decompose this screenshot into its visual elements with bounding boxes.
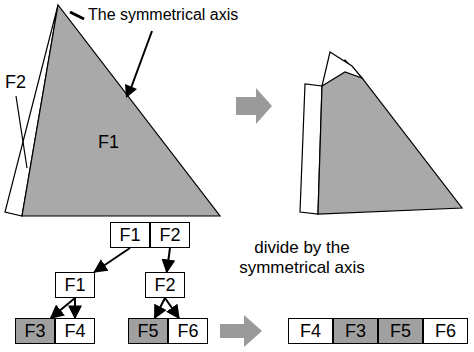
face-box: F1 [55,272,95,298]
face-box: F1 [110,222,150,248]
leader-arrowhead [125,84,137,98]
face-label: F3 [24,322,45,340]
face-label: F6 [177,322,198,340]
face-label: F3 [345,322,366,340]
tree-arrow [51,298,75,318]
tree-arrow [74,298,76,318]
leader-line [16,96,27,168]
note-text: divide by the symmetrical axis [238,238,366,277]
block-arrow [236,88,272,124]
callout-label: The symmetrical axis [88,6,238,24]
part-label: F2 [5,72,26,93]
triangle-f1 [22,5,220,216]
face-label: F2 [159,226,180,244]
tree-arrow [167,248,170,272]
face-label: F2 [154,276,175,294]
face-label: F4 [300,322,321,340]
tree-arrow [155,298,165,318]
face-box: F2 [150,222,190,248]
block-arrow [220,315,262,347]
part-label: F1 [98,132,119,153]
face-label: F4 [64,322,85,340]
face-box: F2 [145,272,185,298]
shaded-face-box: F5 [378,318,423,344]
folded-tip [322,52,362,86]
tree-arrow [165,298,179,318]
face-box: F4 [55,318,95,344]
face-box: F4 [288,318,333,344]
face-label: F6 [435,322,456,340]
face-label: F5 [390,322,411,340]
face-label: F5 [137,322,158,340]
face-box: F6 [423,318,468,344]
face-label: F1 [119,226,140,244]
axis-mark [70,12,84,19]
face-label: F1 [64,276,85,294]
shaded-face-box: F3 [15,318,55,344]
shaded-face-box: F3 [333,318,378,344]
face-box: F6 [168,318,208,344]
shaded-face-box: F5 [128,318,168,344]
tree-arrow [94,248,130,272]
folded-triangle [318,60,462,214]
leader-line [131,31,152,88]
